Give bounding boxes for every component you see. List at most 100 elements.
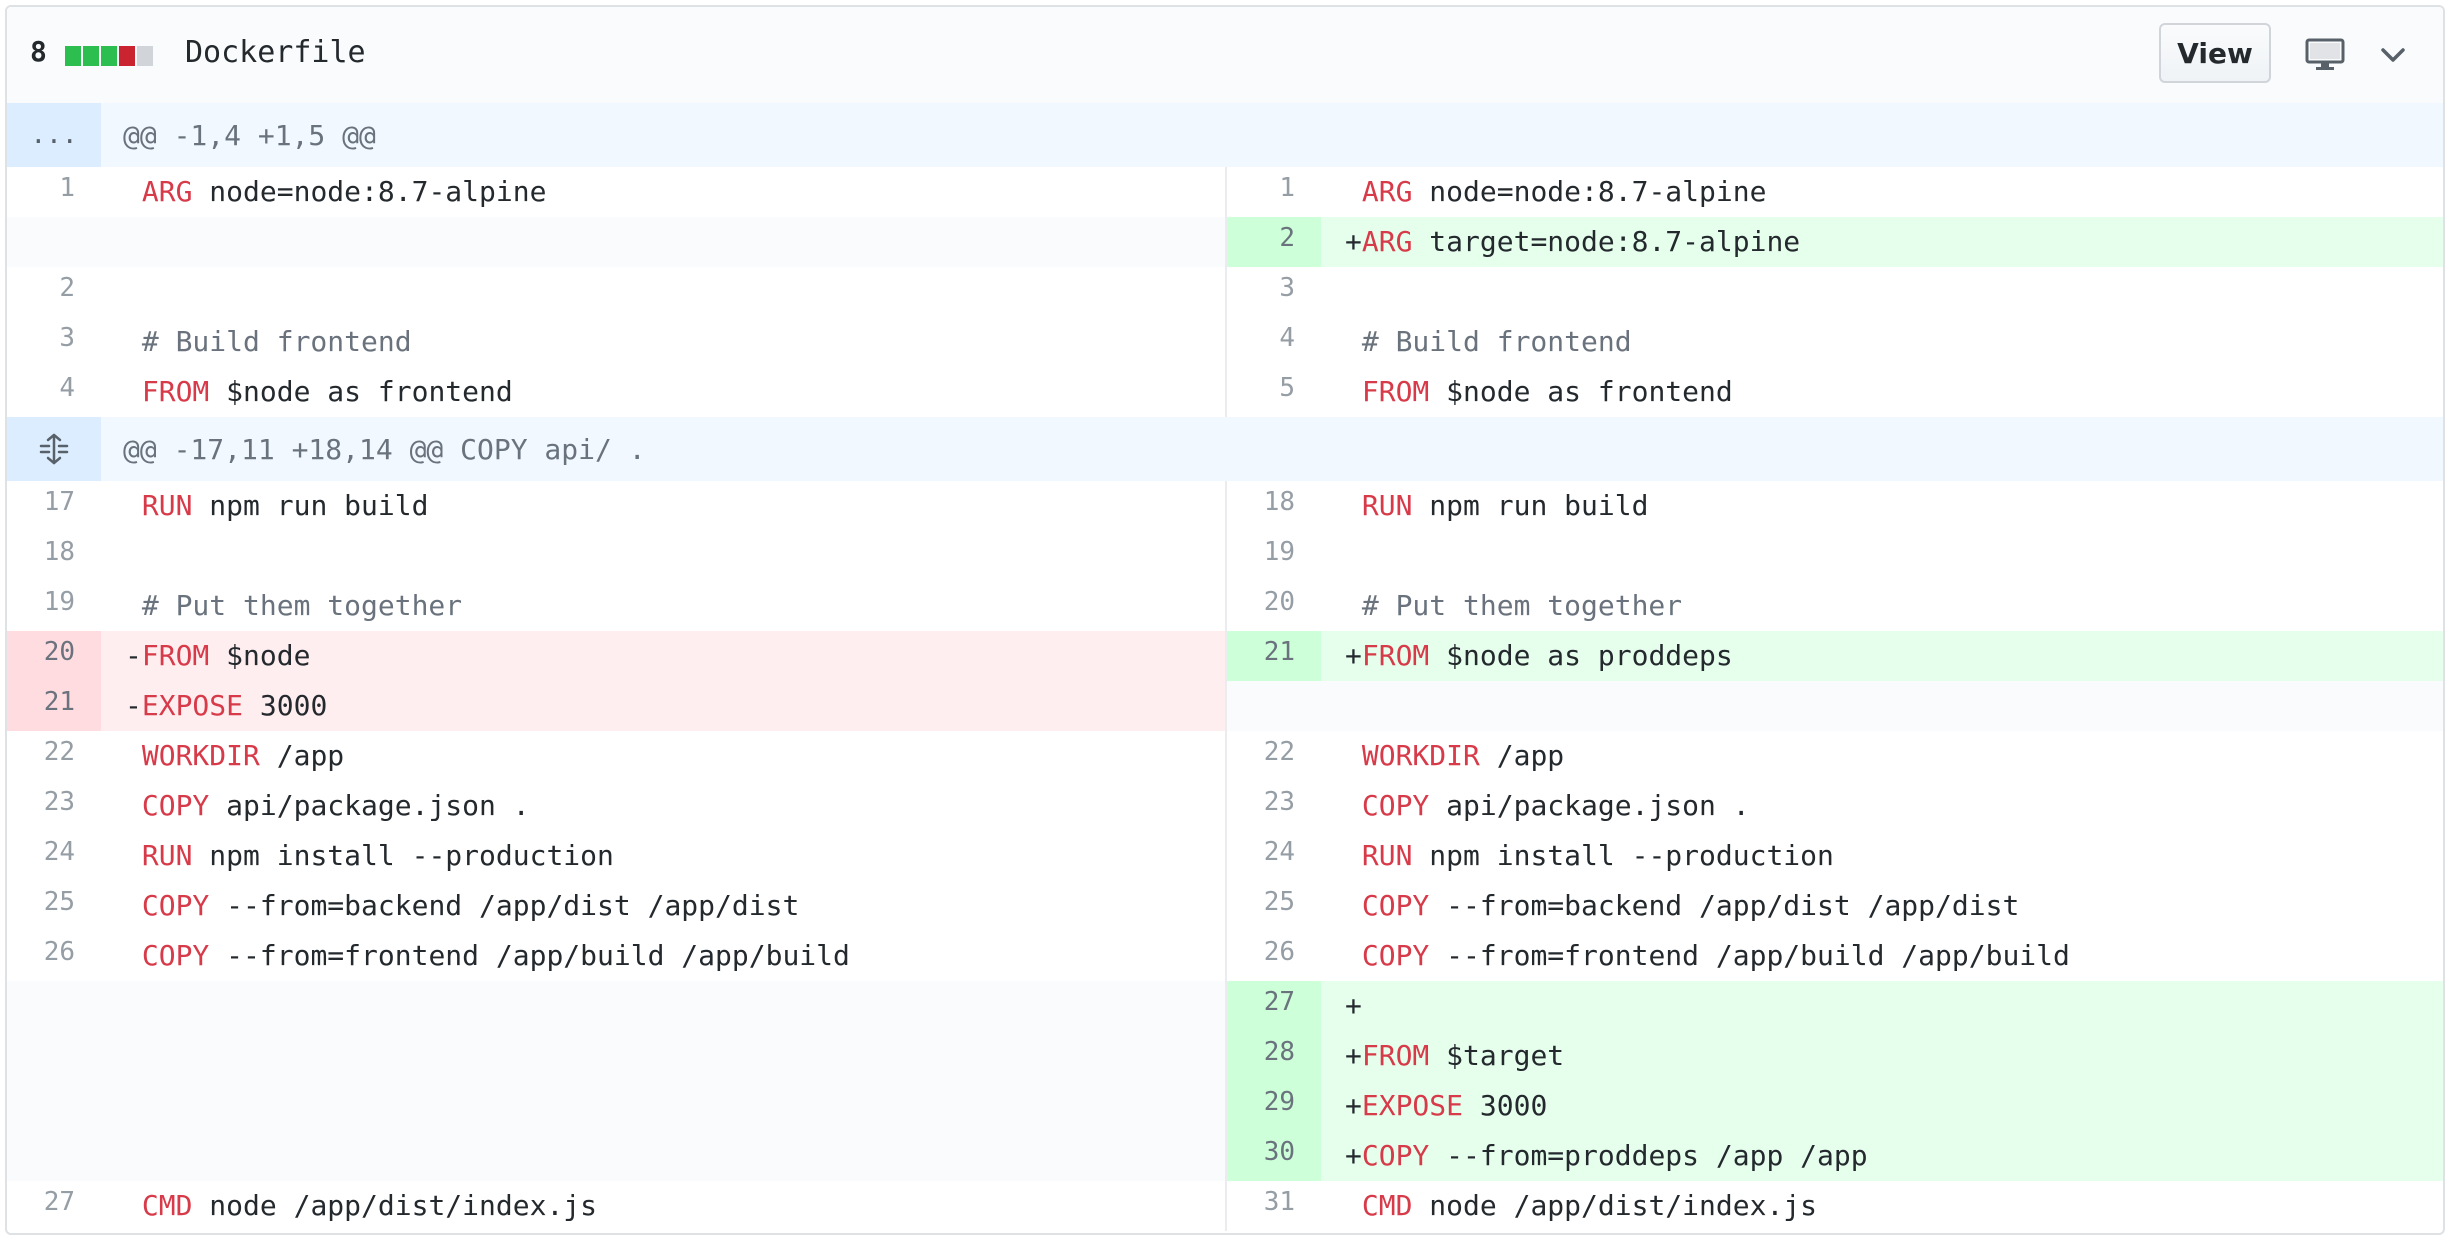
line-number[interactable]: 25 (43, 887, 75, 917)
code-line: # Put them together (101, 581, 1225, 631)
line-number[interactable]: 22 (43, 737, 75, 767)
code-line: +FROM $node as proddeps (1321, 631, 2443, 681)
chevron-down-icon[interactable] (2371, 33, 2415, 77)
line-number[interactable]: 25 (1263, 887, 1295, 917)
line-number[interactable]: 21 (7, 681, 101, 731)
code-line: + (1321, 981, 2443, 1031)
diff-marker (1345, 1189, 1362, 1222)
diff-marker: + (1345, 1089, 1362, 1122)
right-diff-cell: 18 RUN npm run build (1225, 481, 2443, 531)
code-line: WORKDIR /app (1321, 731, 2443, 781)
diff-marker (125, 539, 142, 572)
line-number[interactable]: 26 (43, 937, 75, 967)
line-number[interactable]: 19 (43, 587, 75, 617)
line-number[interactable]: 27 (43, 1187, 75, 1217)
code-keyword: FROM (141, 639, 210, 672)
unfold-icon[interactable] (7, 417, 101, 481)
line-number[interactable]: 23 (1263, 787, 1295, 817)
code-keyword: COPY (1361, 939, 1430, 972)
code-line (1321, 267, 2443, 317)
line-number[interactable]: 24 (43, 837, 75, 867)
line-number[interactable]: 20 (7, 631, 101, 681)
line-number[interactable]: 24 (1263, 837, 1295, 867)
code-line (101, 1131, 1225, 1181)
line-number (7, 1131, 101, 1181)
ellipsis-icon[interactable]: ... (7, 103, 101, 167)
code-line: # Build frontend (1321, 317, 2443, 367)
right-diff-cell: 19 (1225, 531, 2443, 581)
code-text: api/package.json . (1429, 789, 1750, 822)
code-line: RUN npm install --production (1321, 831, 2443, 881)
code-line (101, 1081, 1225, 1131)
line-number[interactable]: 4 (59, 373, 75, 403)
diffstat-bar (65, 46, 81, 66)
line-number[interactable]: 18 (1263, 487, 1295, 517)
code-text: npm install --production (1412, 839, 1834, 872)
line-number[interactable]: 1 (59, 173, 75, 203)
file-name[interactable]: Dockerfile (185, 35, 366, 70)
line-number[interactable]: 2 (59, 273, 75, 303)
diff-row: 21-EXPOSE 3000 (7, 681, 2443, 731)
left-diff-cell: 3 # Build frontend (7, 317, 1225, 367)
line-number[interactable]: 26 (1263, 937, 1295, 967)
line-number[interactable]: 3 (59, 323, 75, 353)
left-diff-cell (7, 981, 1225, 1031)
diffstat-bar (83, 46, 99, 66)
line-number[interactable]: 28 (1227, 1031, 1321, 1081)
diff-marker (125, 939, 142, 972)
code-keyword: RUN (1361, 839, 1413, 872)
left-diff-cell: 18 (7, 531, 1225, 581)
line-number[interactable]: 22 (1263, 737, 1295, 767)
line-number[interactable]: 30 (1227, 1131, 1321, 1181)
line-number[interactable]: 5 (1279, 373, 1295, 403)
code-keyword: COPY (1361, 889, 1430, 922)
line-number[interactable]: 18 (43, 537, 75, 567)
diff-marker (1345, 375, 1362, 408)
code-line: +ARG target=node:8.7-alpine (1321, 217, 2443, 267)
diff-row: 28+FROM $target (7, 1031, 2443, 1081)
right-diff-cell: 24 RUN npm install --production (1225, 831, 2443, 881)
line-number[interactable]: 2 (1227, 217, 1321, 267)
line-number[interactable]: 23 (43, 787, 75, 817)
diff-row: 2 3 (7, 267, 2443, 317)
right-diff-cell: 1 ARG node=node:8.7-alpine (1225, 167, 2443, 217)
line-number[interactable]: 19 (1263, 537, 1295, 567)
code-text: $node as frontend (209, 375, 513, 408)
left-diff-cell: 2 (7, 267, 1225, 317)
hunk-range: @@ -17,11 +18,14 @@ COPY api/ . (123, 433, 646, 466)
code-keyword: FROM (141, 375, 210, 408)
code-keyword: FROM (1361, 375, 1430, 408)
right-diff-cell: 20 # Put them together (1225, 581, 2443, 631)
code-keyword: FROM (1361, 639, 1430, 672)
code-line: COPY api/package.json . (101, 781, 1225, 831)
right-diff-cell: 3 (1225, 267, 2443, 317)
diff-marker (1345, 789, 1362, 822)
code-keyword: EXPOSE (1361, 1089, 1464, 1122)
code-keyword: ARG (141, 175, 193, 208)
left-diff-cell: 21-EXPOSE 3000 (7, 681, 1225, 731)
code-keyword: CMD (141, 1189, 193, 1222)
line-number[interactable]: 27 (1227, 981, 1321, 1031)
line-number[interactable]: 21 (1227, 631, 1321, 681)
line-number[interactable]: 17 (43, 487, 75, 517)
view-file-button[interactable]: View (2159, 23, 2271, 83)
code-text: 3000 (243, 689, 328, 722)
line-number[interactable]: 20 (1263, 587, 1295, 617)
diff-row: 23 COPY api/package.json .23 COPY api/pa… (7, 781, 2443, 831)
code-keyword: COPY (141, 789, 210, 822)
line-number[interactable]: 4 (1279, 323, 1295, 353)
line-number[interactable]: 29 (1227, 1081, 1321, 1131)
line-number[interactable]: 3 (1279, 273, 1295, 303)
line-number[interactable]: 31 (1263, 1187, 1295, 1217)
code-line (101, 267, 1225, 317)
right-diff-cell: 23 COPY api/package.json . (1225, 781, 2443, 831)
desktop-icon[interactable] (2303, 33, 2347, 77)
line-number[interactable]: 1 (1279, 173, 1295, 203)
code-text: $target (1429, 1039, 1565, 1072)
code-text: api/package.json . (209, 789, 530, 822)
code-line: COPY api/package.json . (1321, 781, 2443, 831)
diff-marker (125, 589, 142, 622)
